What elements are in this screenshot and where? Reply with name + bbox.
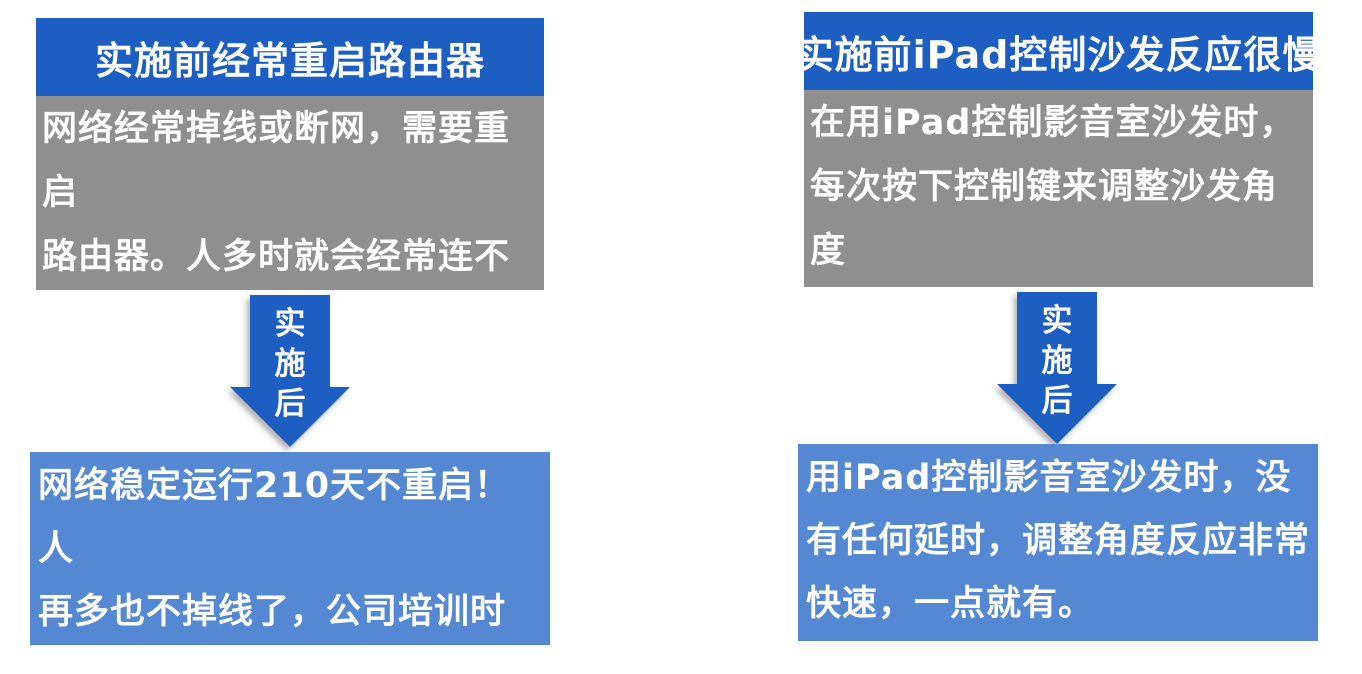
before-description-router: 网络经常掉线或断网，需要重启 路由器。人多时就会经常连不上 网络。 <box>36 96 544 405</box>
after-description-router: 网络稳定运行210天不重启！人 再多也不掉线了，公司培训时 40多人并发上网也正… <box>30 452 550 674</box>
implementation-arrow-ipad: 实 施 后 <box>997 292 1117 444</box>
down-arrow-icon <box>997 292 1117 444</box>
before-title-ipad: 实施前iPad控制沙发反应很慢 <box>796 12 1320 90</box>
arrow-label: 实 施 后 <box>1041 303 1073 419</box>
after-description-ipad: 用iPad控制影音室沙发时，没 有任何延时，调整角度反应非常 快速，一点就有。 <box>798 444 1318 641</box>
implementation-arrow-router: 实 施 后 <box>230 295 350 447</box>
down-arrow-icon <box>230 295 350 447</box>
before-title-router: 实施前经常重启路由器 <box>36 18 544 96</box>
before-description-ipad: 在用iPad控制影音室沙发时， 每次按下控制键来调整沙发角度 时都会出现延时，反… <box>804 90 1313 335</box>
arrow-label: 实 施 后 <box>274 306 306 422</box>
